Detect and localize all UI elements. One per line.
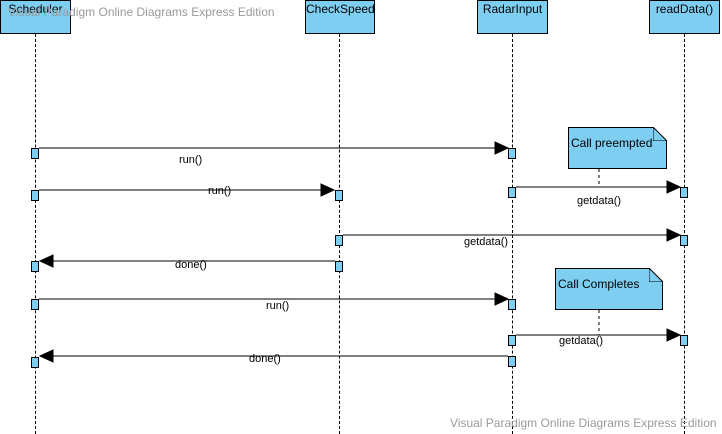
message-label-m1: run() xyxy=(179,154,203,166)
note-fold-icon xyxy=(653,127,667,141)
message-label-m7: getdata() xyxy=(559,335,604,347)
activation-scheduler xyxy=(31,357,39,368)
message-label-m5: done() xyxy=(175,259,207,271)
lifeline-scheduler[interactable]: Scheduler xyxy=(0,0,71,34)
message-label-m3: getdata() xyxy=(577,195,622,207)
lifeline-label: RadarInput xyxy=(482,2,543,16)
arrowhead-m4 xyxy=(666,228,682,242)
activation-scheduler xyxy=(31,190,39,201)
activation-radarinput xyxy=(508,356,516,367)
activation-checkspeed xyxy=(335,235,343,246)
activation-scheduler xyxy=(31,261,39,272)
lifeline-line-checkspeed xyxy=(339,34,340,434)
activation-radarinput xyxy=(508,299,516,310)
message-label-m4: getdata() xyxy=(464,236,509,248)
activation-radarinput xyxy=(508,148,516,159)
note-text: Call Completes xyxy=(558,277,640,291)
lifeline-line-scheduler xyxy=(35,34,36,434)
lifeline-label: readData() xyxy=(655,2,714,16)
note-text: Call preempted xyxy=(571,136,653,150)
activation-readdata xyxy=(680,187,688,198)
activation-radarinput xyxy=(508,187,516,198)
lifeline-radarinput[interactable]: RadarInput xyxy=(477,0,548,34)
activation-scheduler xyxy=(31,299,39,310)
arrowhead-m7 xyxy=(666,328,682,342)
note-call-completes[interactable]: Call Completes xyxy=(555,268,663,310)
activation-scheduler xyxy=(31,148,39,159)
watermark-bottom: Visual Paradigm Online Diagrams Express … xyxy=(450,416,717,430)
message-label-m2: run() xyxy=(208,185,232,197)
activation-readdata xyxy=(680,235,688,246)
activation-checkspeed xyxy=(335,261,343,272)
note-call-preempted[interactable]: Call preempted xyxy=(568,127,667,169)
activation-radarinput xyxy=(508,335,516,346)
lifeline-checkspeed[interactable]: CheckSpeed xyxy=(305,0,375,34)
arrowhead-m5 xyxy=(38,254,54,268)
arrowhead-m2 xyxy=(320,183,336,197)
arrowhead-m8 xyxy=(38,349,54,363)
lifeline-label: Scheduler xyxy=(8,2,63,16)
arrowhead-m1 xyxy=(494,141,510,155)
activation-readdata xyxy=(680,335,688,346)
lifeline-line-readdata xyxy=(684,34,685,434)
watermark-top: Visual Paradigm Online Diagrams Express … xyxy=(8,5,275,19)
arrowhead-m3 xyxy=(666,180,682,194)
lifeline-label: CheckSpeed xyxy=(306,2,375,16)
activation-checkspeed xyxy=(335,190,343,201)
message-label-m8: done() xyxy=(249,353,281,365)
lifeline-readdata[interactable]: readData() xyxy=(649,0,720,34)
arrowhead-m6 xyxy=(494,292,510,306)
lifeline-line-radarinput xyxy=(512,34,513,434)
note-fold-icon xyxy=(649,268,663,282)
message-label-m6: run() xyxy=(266,300,290,312)
